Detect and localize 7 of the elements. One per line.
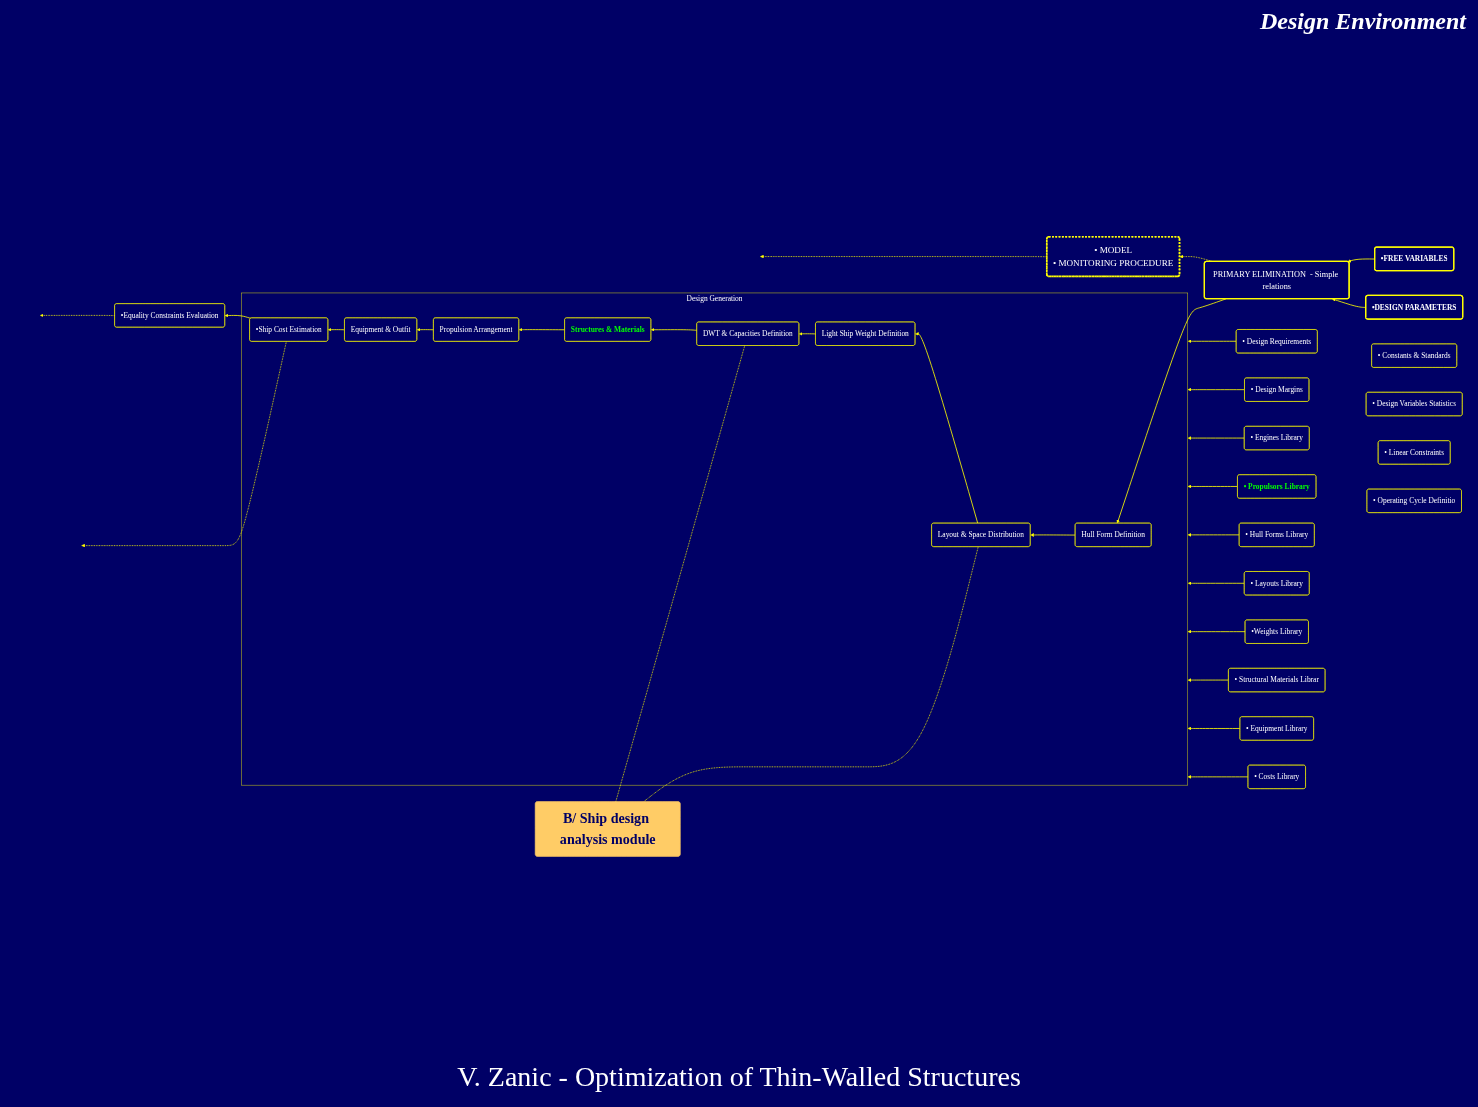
connector-line [642,546,979,803]
caption: V. Zanic - Optimization of Thin-Walled Structures [456,1060,1022,1094]
process-box: PRIMARY ELIMINATION - Simple relations [1203,260,1350,300]
connector-line [615,345,746,803]
section-heading: Design Environment [1259,8,1466,34]
process-box: • MODEL • MONITORING PROCEDURE [1045,235,1181,278]
process-box: B/ Ship design analysis module [535,801,681,857]
